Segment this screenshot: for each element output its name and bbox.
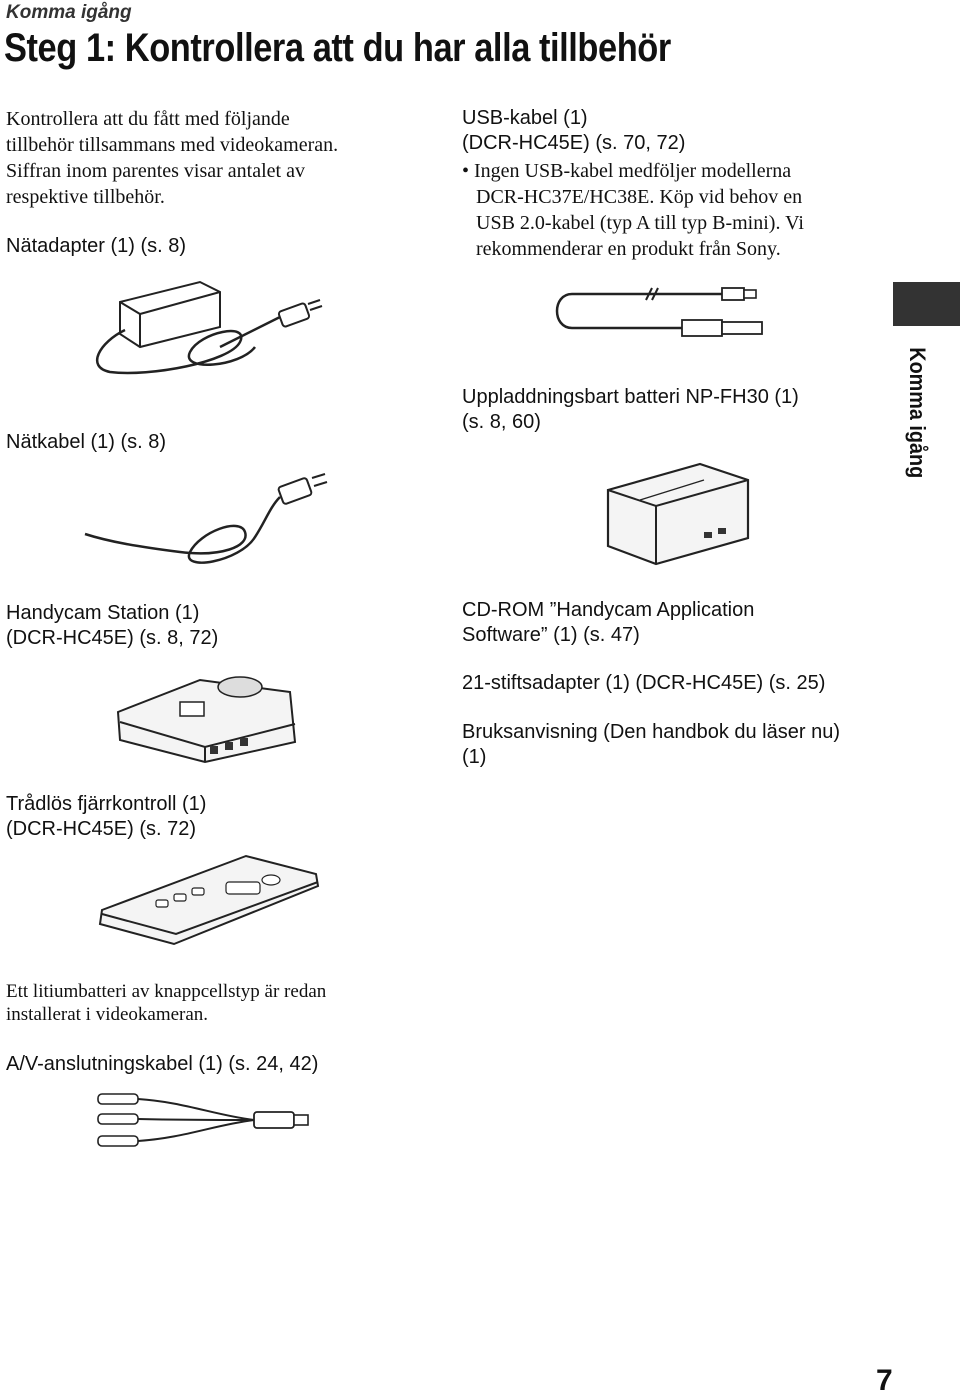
item-line: USB-kabel (1) (462, 107, 588, 129)
item-handycam-station-label: Handycam Station (1) (DCR-HC45E) (s. 8, … (6, 601, 218, 651)
page-title: Steg 1: Kontrollera att du har alla till… (4, 26, 671, 70)
bullet-icon: • (462, 160, 475, 182)
av-cable-illustration (97, 1093, 309, 1147)
item-line: (DCR-HC45E) (s. 72) (6, 818, 197, 840)
item-line: (1) (462, 746, 487, 768)
item-21pin-adapter-label: 21-stiftsadapter (1) (DCR-HC45E) (s. 25) (462, 672, 826, 694)
item-power-cord-label: Nätkabel (1) (s. 8) (6, 431, 167, 453)
side-tab-marker (893, 282, 960, 326)
ac-adapter-illustration (96, 280, 323, 375)
usb-cable-illustration (555, 287, 763, 337)
item-usb-label: USB-kabel (1) (DCR-HC45E) (s. 70, 72) (462, 106, 685, 156)
battery-illustration (606, 462, 750, 566)
note-line: USB 2.0-kabel (typ A till typ B-mini). V… (476, 212, 804, 234)
intro-line: Siffran inom parentes visar antalet av (6, 160, 305, 182)
page-number: 7 (876, 1364, 893, 1397)
usb-note: • Ingen USB-kabel medföljer modellerna D… (462, 158, 804, 262)
note-line: DCR-HC37E/HC38E. Köp vid behov en (476, 186, 803, 208)
note-line: Ett litiumbatteri av knappcellstyp är re… (6, 981, 327, 1002)
power-cord-illustration (84, 473, 328, 564)
remote-illustration (98, 854, 320, 946)
note-line: installerat i videokameran. (6, 1004, 209, 1025)
intro-line: Kontrollera att du fått med följande (6, 108, 290, 130)
item-manual-label: Bruksanvisning (Den handbok du läser nu)… (462, 720, 840, 770)
item-line: Handycam Station (1) (6, 602, 200, 624)
handycam-station-illustration (116, 676, 297, 764)
item-line: Bruksanvisning (Den handbok du läser nu) (462, 721, 840, 743)
intro-text: Kontrollera att du fått med följande til… (6, 106, 338, 210)
item-line: (DCR-HC45E) (s. 70, 72) (462, 132, 686, 154)
intro-line: tillbehör tillsammans med videokameran. (6, 134, 339, 156)
item-battery-label: Uppladdningsbart batteri NP-FH30 (1) (s.… (462, 385, 799, 435)
item-line: (DCR-HC45E) (s. 8, 72) (6, 627, 219, 649)
item-line: Uppladdningsbart batteri NP-FH30 (1) (462, 386, 799, 408)
note-line: Ingen USB-kabel medföljer modellerna (474, 160, 792, 182)
item-av-cable-label: A/V-anslutningskabel (1) (s. 24, 42) (6, 1053, 319, 1075)
side-tab-text: Komma igång (905, 347, 930, 479)
item-remote-label: Trådlös fjärrkontroll (1) (DCR-HC45E) (s… (6, 792, 206, 842)
item-cdrom-label: CD-ROM ”Handycam Application Software” (… (462, 598, 754, 648)
side-tab-label: Komma igång (904, 340, 934, 478)
note-line: rekommenderar en produkt från Sony. (476, 238, 781, 260)
section-label: Komma igång (6, 2, 132, 23)
item-line: (s. 8, 60) (462, 411, 541, 433)
remote-note: Ett litiumbatteri av knappcellstyp är re… (6, 980, 326, 1026)
item-line: CD-ROM ”Handycam Application (462, 599, 755, 621)
intro-line: respektive tillbehör. (6, 186, 165, 208)
item-line: Software” (1) (s. 47) (462, 624, 640, 646)
item-ac-adapter-label: Nätadapter (1) (s. 8) (6, 235, 187, 257)
item-line: Trådlös fjärrkontroll (1) (6, 793, 207, 815)
